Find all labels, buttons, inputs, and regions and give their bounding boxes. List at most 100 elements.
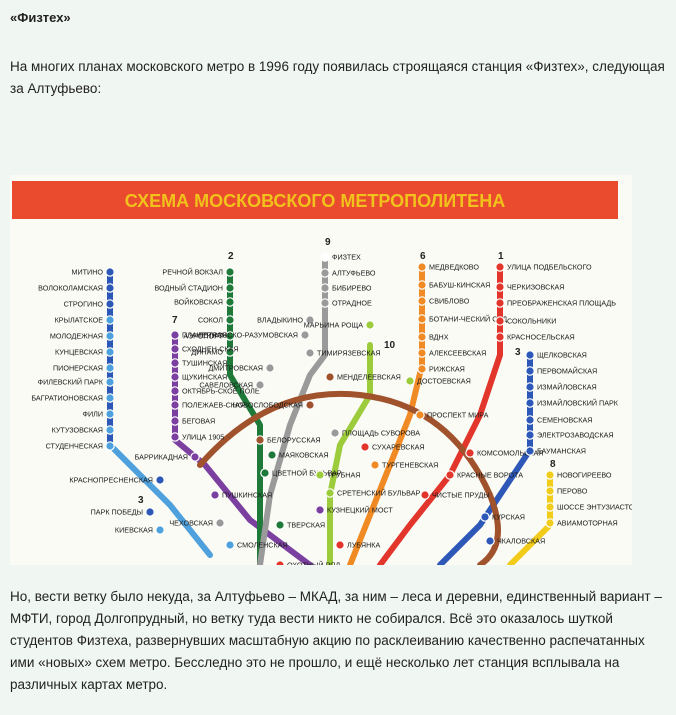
station-dot <box>495 262 505 272</box>
station-label: СВИБЛОВО <box>429 297 470 306</box>
station-label: СРЕТЕНСКИЙ БУЛЬВАР <box>337 489 421 498</box>
station-dot <box>545 470 555 480</box>
station-dot <box>105 299 115 309</box>
station-label: БЕГОВАЯ <box>182 417 215 426</box>
line-numbers: 9 2 6 1 7 3 10 3 8 <box>138 237 556 506</box>
station-dot <box>495 332 505 342</box>
station-label: ПОЛЕЖАЕВ-СКАЯ <box>182 401 245 410</box>
station-dot <box>170 400 180 410</box>
station-label: НОВОСЛОБОДСКАЯ <box>233 401 303 410</box>
station-label: БЕЛОРУССКАЯ <box>267 436 321 445</box>
station-dot <box>417 280 427 290</box>
line-number-7: 7 <box>172 315 178 326</box>
station-dot <box>260 468 270 478</box>
station-dot <box>365 320 375 330</box>
station-label: КОМСОМОЛЬСКАЯ <box>477 449 543 458</box>
station-dot <box>105 363 115 373</box>
station-dot <box>360 442 370 452</box>
station-dot <box>465 448 475 458</box>
station-label: ЧИСТЫЕ ПРУДЫ <box>432 491 490 500</box>
station-dot <box>315 470 325 480</box>
station-label: СОКОЛЬНИКИ <box>507 317 556 326</box>
station-dot <box>305 348 315 358</box>
station-label: ИЗМАЙЛОВСКИЙ ПАРК <box>537 399 619 408</box>
station-dot <box>525 415 535 425</box>
station-dot <box>305 315 315 325</box>
outro-paragraph: Но, вести ветку было некуда, за Алтуфьев… <box>10 589 662 692</box>
station-dot <box>105 283 115 293</box>
station-dot <box>545 486 555 496</box>
station-dot <box>417 262 427 272</box>
station-label: ПЛАНЕРНАЯ <box>182 331 227 340</box>
station-dot <box>525 430 535 440</box>
line-3-east <box>437 352 533 565</box>
station-label: РЕЧНОЙ ВОКЗАЛ <box>162 268 223 277</box>
station-label: СХОДНЕН-СКАЯ <box>182 345 239 354</box>
station-label: МИТИНО <box>72 268 104 277</box>
station-label: ОХОТНЫЙ РЯД <box>287 561 340 566</box>
station-dot <box>485 536 495 546</box>
station-dot <box>480 512 490 522</box>
station-dot <box>105 267 115 277</box>
station-label: СМОЛЕНСКАЯ <box>237 541 288 550</box>
station-dot <box>525 446 535 456</box>
station-dot <box>105 393 115 403</box>
station-dot <box>170 330 180 340</box>
station-label: АЛЕКСЕЕВСКАЯ <box>429 349 486 358</box>
article-title: «Физтех» <box>10 10 71 25</box>
station-label: КРАСНОСЕЛЬСКАЯ <box>507 333 575 342</box>
line-10 <box>327 342 373 565</box>
station-label: СУХАРЕВСКАЯ <box>372 443 425 452</box>
station-label: СТРОГИНО <box>64 300 104 309</box>
station-label: ВОЛОКОЛАМСКАЯ <box>38 284 103 293</box>
station-label: ТВЕРСКАЯ <box>287 521 325 530</box>
station-label: АЛТУФЬЕВО <box>332 269 376 278</box>
station-label: ДИНАМО <box>191 348 223 357</box>
station-label: УЛИЦА ПОДБЕЛЬСКОГО <box>507 263 592 272</box>
line-number-1: 1 <box>498 251 504 262</box>
station-dot <box>545 502 555 512</box>
station-dot <box>225 347 235 357</box>
station-dot <box>330 428 340 438</box>
station-label: ТИМИРЯЗЕВСКАЯ <box>317 349 381 358</box>
station-label: ФИЛЕВСКИЙ ПАРК <box>38 378 104 387</box>
metro-map-svg: СХЕМА МОСКОВСКОГО МЕТРОПОЛИТЕНА <box>12 181 632 566</box>
station-label: МОЛОДЕЖНАЯ <box>50 332 103 341</box>
metro-map: СХЕМА МОСКОВСКОГО МЕТРОПОЛИТЕНА <box>10 175 632 565</box>
station-label: МАРЬИНА РОЩА <box>304 321 363 330</box>
station-dot <box>405 376 415 386</box>
station-dot <box>320 252 330 262</box>
station-dot <box>190 452 200 462</box>
station-label: КУРСКАЯ <box>492 513 525 522</box>
station-label: ВОЙКОВСКАЯ <box>174 298 223 307</box>
station-dot <box>415 410 425 420</box>
station-dot <box>105 347 115 357</box>
line-number-2: 2 <box>228 251 234 262</box>
station-label: ФИЛИ <box>82 410 103 419</box>
station-dot <box>155 475 165 485</box>
line-number-3-east: 3 <box>515 347 521 358</box>
station-dot <box>275 560 285 565</box>
station-label: ДОСТОЕВСКАЯ <box>417 377 471 386</box>
station-label: ВОДНЫЙ СТАДИОН <box>154 284 223 293</box>
station-label: ПУШКИНСКАЯ <box>222 491 272 500</box>
station-label: ОТРАДНОЕ <box>332 299 372 308</box>
station-dot <box>417 296 427 306</box>
station-label: КИЕВСКАЯ <box>115 526 153 535</box>
station-dot <box>170 358 180 368</box>
station-label: ПЛОЩАДЬ СУВОРОВА <box>342 429 420 438</box>
station-label: КРАСНОПРЕСНЕНСКАЯ <box>69 476 153 485</box>
station-dot <box>105 315 115 325</box>
station-dot <box>170 372 180 382</box>
station-dot <box>225 331 235 341</box>
station-label: ОКТЯБРЬ-СКОЕ ПОЛЕ <box>182 387 260 396</box>
station-label: БИБИРЕВО <box>332 284 372 293</box>
station-dot <box>525 398 535 408</box>
station-label: АЭРОПОРТ <box>183 332 223 341</box>
station-dot <box>417 348 427 358</box>
station-label: ЧЕХОВСКАЯ <box>169 519 213 528</box>
line-number-9: 9 <box>325 237 331 248</box>
station-label: МЕНДЕЛЕЕВСКАЯ <box>337 373 401 382</box>
station-dot <box>105 441 115 451</box>
station-dot <box>305 400 315 410</box>
